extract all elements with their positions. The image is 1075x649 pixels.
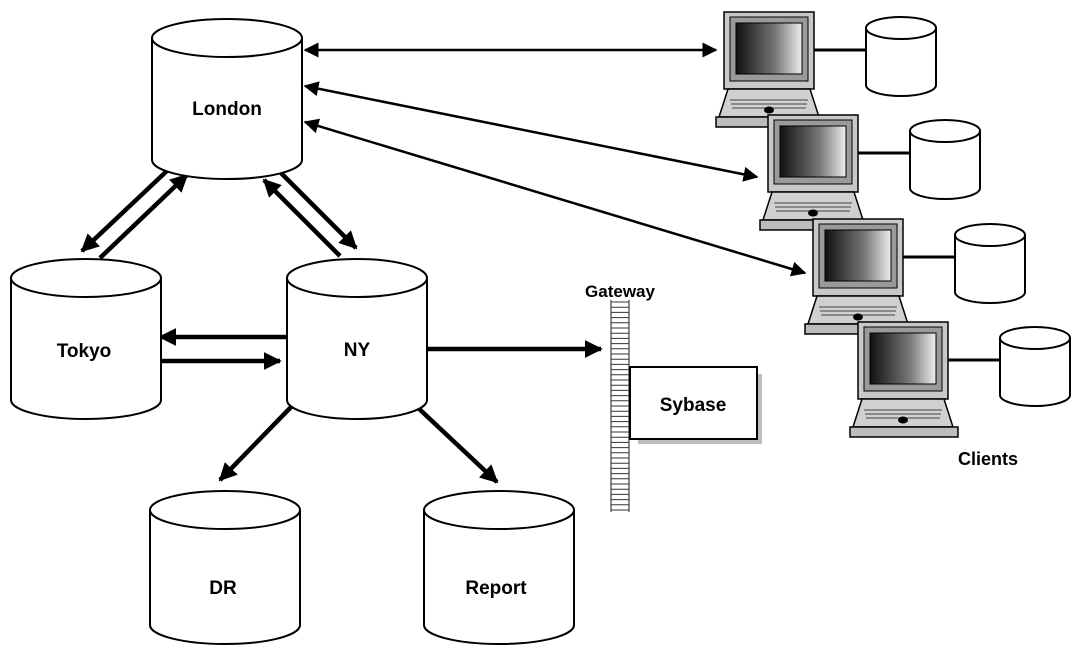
database-cylinder-icon <box>10 258 162 420</box>
node-label-report: Report <box>465 578 527 599</box>
node-label-dr: DR <box>209 578 237 599</box>
node-label-london: London <box>192 99 262 120</box>
client-3 <box>804 218 1026 335</box>
client-2 <box>759 114 981 231</box>
database-cylinder-icon <box>286 258 428 420</box>
database-tokyo: Tokyo <box>10 258 162 420</box>
database-dr: DR <box>149 490 301 645</box>
arrow-london-to-tokyo <box>80 166 172 253</box>
database-cylinder-icon <box>954 223 1026 304</box>
database-cylinder-icon <box>909 119 981 200</box>
arrow-ny-to-dr <box>218 403 295 482</box>
arrows <box>80 42 807 484</box>
node-label-ny: NY <box>344 340 371 361</box>
arrow-london-client-2 <box>303 81 759 182</box>
node-label-sybase: Sybase <box>660 395 727 416</box>
arrow-ny-to-report <box>413 403 499 484</box>
arrow-london-client-3 <box>303 118 807 277</box>
client-4 <box>849 321 1071 438</box>
client-1 <box>715 11 937 128</box>
database-ny: NY <box>286 258 428 420</box>
database-cylinder-icon <box>865 16 937 97</box>
database-cylinder-icon <box>151 18 303 180</box>
database-london: London <box>151 18 303 180</box>
gateway-icon <box>610 300 630 512</box>
client-computer-icon <box>849 321 959 438</box>
database-report: Report <box>423 490 575 645</box>
client-computer-icon <box>759 114 869 231</box>
database-cylinder-icon <box>149 490 301 645</box>
arrow-tokyo-to-london <box>98 173 189 260</box>
client-computer-icon <box>804 218 914 335</box>
clients-group <box>715 11 1071 438</box>
clients-label: Clients <box>958 449 1018 469</box>
gateway-label: Gateway <box>585 282 655 301</box>
client-computer-icon <box>715 11 825 128</box>
arrow-london-to-ny <box>276 168 358 250</box>
node-label-tokyo: Tokyo <box>57 341 112 362</box>
database-cylinder-icon <box>423 490 575 645</box>
sybase-box: Sybase <box>629 366 762 444</box>
database-cylinder-icon <box>999 326 1071 407</box>
